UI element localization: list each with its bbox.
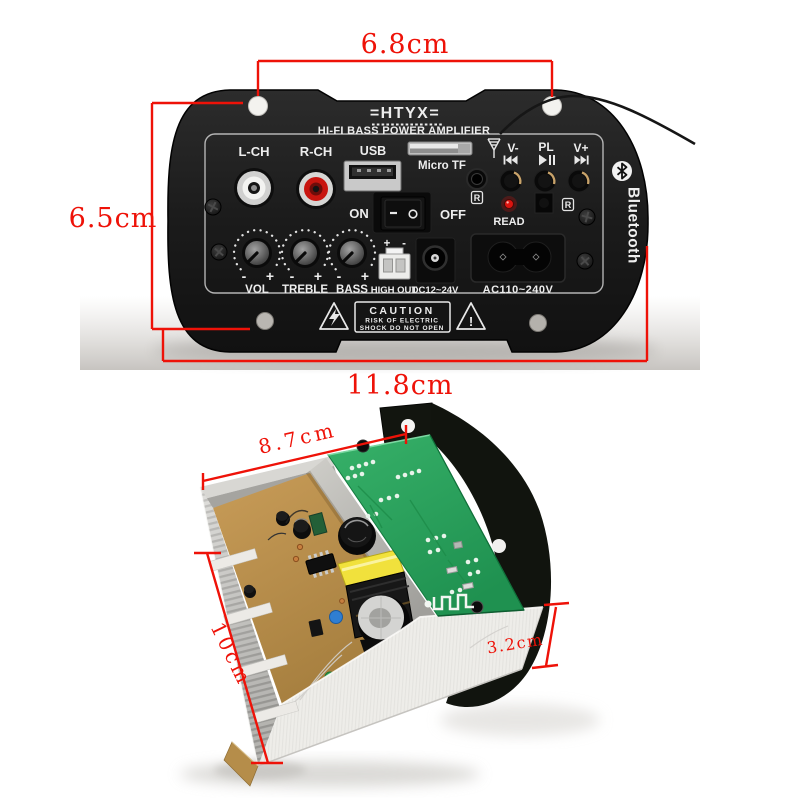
bluetooth-label: Bluetooth — [625, 187, 642, 264]
ac-socket: AC110~240V — [470, 233, 566, 296]
caution-line2: RISK OF ELECTRIC — [365, 318, 438, 325]
dim-11-8: 11.8cm — [347, 370, 454, 401]
pcb-traces — [357, 485, 471, 589]
high-out-connector: + - HIGH OUT — [371, 238, 418, 296]
warning-exclamation-icon: ! — [456, 302, 486, 330]
caution-line3: SHOCK DO NOT OPEN — [360, 325, 444, 332]
minus-mark: - — [337, 268, 342, 284]
treble-knob: - + TREBLE — [280, 228, 330, 296]
faceplate-screws — [204, 198, 596, 270]
dimension-top-width-between-screws: 6.8cm — [256, 29, 554, 97]
read-label: READ — [493, 216, 524, 228]
blue-disc-capacitor — [329, 610, 343, 624]
small-capacitor — [244, 584, 256, 598]
push-buttons — [499, 169, 591, 193]
resistor — [292, 555, 300, 563]
resistor — [296, 543, 304, 551]
minus-mark: - — [402, 238, 406, 250]
plus-mark: + — [384, 238, 391, 250]
vol-down-label: V- — [507, 141, 518, 155]
mounting-holes — [248, 96, 562, 332]
bottom-photo-internal-board: 8.7cm 10cm 3.2cm — [180, 402, 600, 787]
plus-mark: + — [266, 268, 274, 284]
product-subtitle: HI-FI BASS POWER AMPLIFIER — [318, 125, 490, 137]
scratches — [291, 625, 509, 705]
antenna-icon — [487, 138, 501, 158]
caution-label: CAUTION RISK OF ELECTRIC SHOCK DO NOT OP… — [319, 301, 486, 333]
usb-port: USB — [343, 144, 402, 192]
volume-knob: - + VOL — [232, 228, 282, 296]
r-letter: R — [474, 193, 481, 203]
media-controls: V- PL V+ — [499, 140, 591, 193]
engraved-border — [204, 133, 604, 294]
large-capacitor-1 — [338, 517, 376, 555]
dimension-top-total-width: 11.8cm — [161, 246, 649, 401]
vol-up-label: V+ — [573, 141, 588, 155]
ac-label: AC110~240V — [483, 284, 554, 296]
skip-back-icon — [503, 155, 518, 165]
soft-shadow — [440, 704, 600, 736]
aux-jack — [466, 168, 488, 190]
wire — [285, 509, 309, 524]
wire — [267, 532, 287, 541]
bluetooth-branding: Bluetooth — [612, 161, 642, 264]
micro-tf-label: Micro TF — [418, 160, 466, 172]
r-ch-label: R-CH — [300, 144, 333, 159]
exclamation-mark: ! — [469, 314, 473, 329]
green-component — [308, 512, 328, 536]
heatsink-front-wall — [257, 606, 544, 767]
smd-chip — [452, 540, 464, 550]
mounting-hole — [492, 539, 506, 553]
smd-component — [462, 582, 474, 590]
dc-label: DC12~24V — [412, 285, 459, 296]
rca-input-right: R-CH — [296, 144, 336, 209]
usb-label: USB — [360, 144, 386, 158]
plus-mark: + — [361, 268, 369, 284]
warning-lightning-icon — [319, 302, 349, 330]
transistor — [308, 619, 324, 637]
power-switch: ON OFF — [349, 191, 466, 234]
ir-receiver — [534, 192, 554, 214]
antenna-wire — [499, 94, 696, 146]
vol-label: VOL — [245, 284, 269, 296]
top-photo-panel-front: =HTYX= HI-FI BASS POWER AMPLIFIER L-CH R… — [69, 29, 700, 401]
heatsink-fins — [199, 486, 299, 767]
bass-label: BASS — [336, 284, 368, 296]
play-pause-icon — [539, 154, 555, 166]
solder-pads — [345, 459, 481, 595]
resistor — [339, 598, 345, 604]
r-letter: R — [565, 200, 572, 210]
pcb-antenna-trace — [424, 593, 474, 611]
r-badge-left: R — [470, 190, 484, 205]
small-capacitor — [293, 518, 311, 539]
bluetooth-rune — [616, 162, 628, 180]
play-pause-label: PL — [538, 140, 553, 154]
off-label: OFF — [440, 207, 466, 222]
skip-forward-icon — [574, 155, 589, 165]
treble-label: TREBLE — [282, 284, 328, 296]
dip-ic — [305, 550, 337, 578]
dimension-top-height: 6.5cm — [69, 101, 250, 331]
l-ch-label: L-CH — [238, 144, 269, 159]
bass-knob: - + BASS — [327, 228, 377, 296]
on-label: ON — [349, 206, 369, 221]
minus-mark: - — [242, 268, 247, 284]
r-badge-right: R — [561, 197, 575, 212]
minus-mark: - — [290, 268, 295, 284]
high-out-label: HIGH OUT — [371, 285, 418, 296]
caution-title: CAUTION — [369, 305, 434, 317]
micro-tf-slot: Micro TF — [407, 141, 473, 172]
rca-input-left: L-CH — [234, 144, 274, 208]
dim-6-8: 6.8cm — [361, 29, 450, 60]
green-pcb — [327, 434, 525, 617]
smd-component — [446, 566, 458, 574]
dim-6-5: 6.5cm — [69, 203, 158, 234]
mounting-hole — [401, 419, 415, 433]
read-led: READ — [493, 196, 525, 228]
brand-logo: =HTYX= — [370, 105, 440, 122]
dc-jack: DC12~24V — [412, 237, 459, 296]
plus-mark: + — [314, 268, 322, 284]
fin-dividers — [208, 548, 299, 724]
